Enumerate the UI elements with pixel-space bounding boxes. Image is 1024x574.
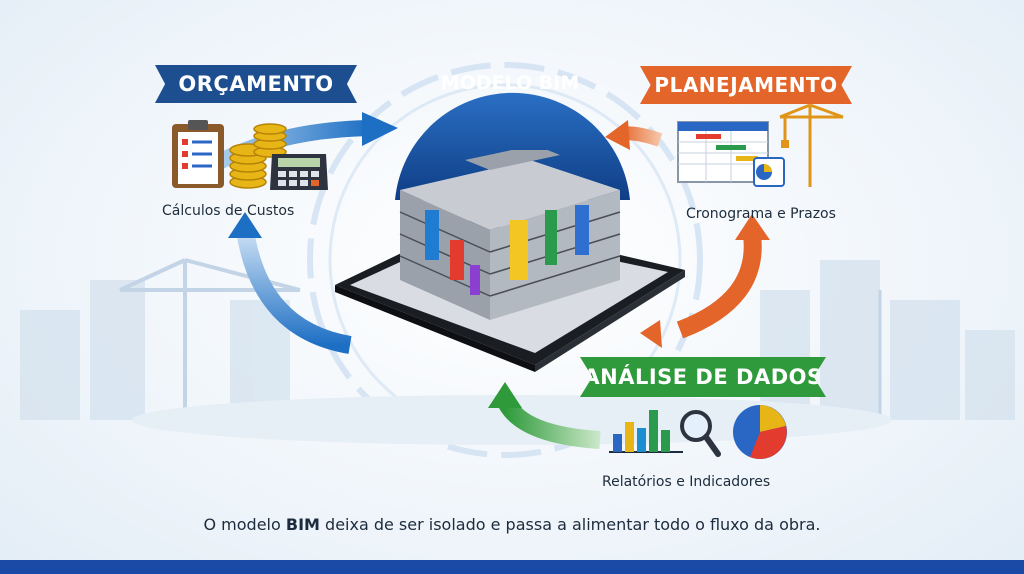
magnifier-icon [680,410,721,457]
calculator-icon [270,154,328,190]
pie-chart-icon [733,405,787,459]
planejamento-title: PLANEJAMENTO [640,66,852,104]
analise-title: ANÁLISE DE DADOS [580,357,826,397]
building-model-icon [399,150,621,320]
footer-text-bold: BIM [285,515,320,534]
clipboard-icon [172,120,224,188]
tablet-icon[interactable] [330,150,690,380]
bim-title: MODELO BIM [440,72,580,94]
coins-icon [229,123,287,189]
orcamento-caption: Cálculos de Custos [162,203,295,219]
footer-text-after: deixa de ser isolado e passa a alimentar… [319,515,821,534]
analise-caption: Relatórios e Indicadores [602,474,771,490]
bim-circle [395,92,630,200]
footer-text-before: O modelo [203,515,286,534]
orcamento-title: ORÇAMENTO [155,65,357,103]
planejamento-caption: Cronograma e Prazos [686,206,836,222]
bar-chart-icon [609,410,683,453]
footer-caption: O modelo BIM deixa de ser isolado e pass… [0,515,1024,534]
footer-bar [0,560,1024,574]
crane-icon [779,103,844,187]
gantt-chart-icon [677,121,785,187]
